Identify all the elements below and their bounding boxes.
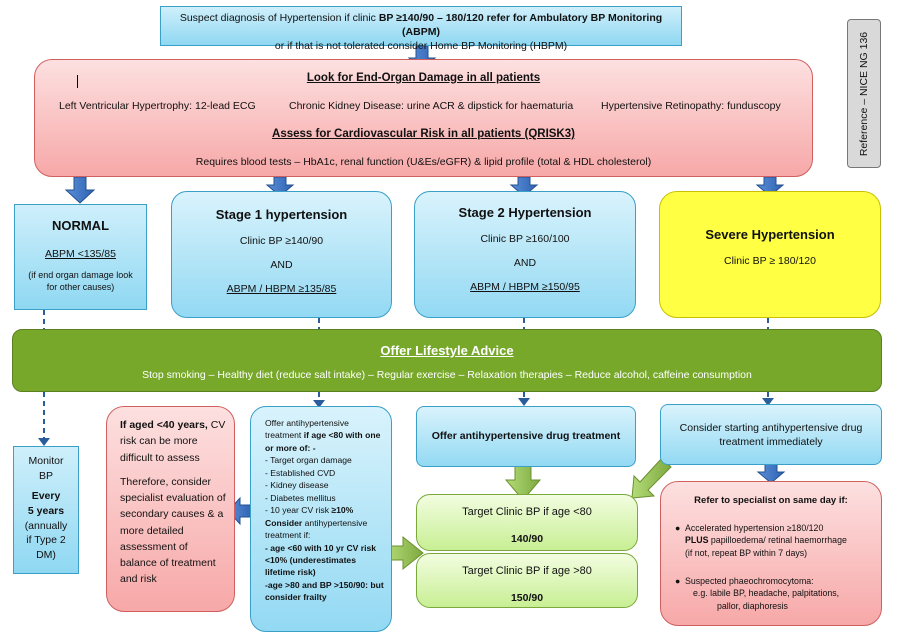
stage2-abpm: ABPM / HBPM ≥150/95	[470, 280, 580, 293]
specialist-b1-rest: papilloedema/ retinal haemorrhage	[708, 535, 847, 546]
lifestyle-box: Offer Lifestyle Advice Stop smoking – He…	[12, 329, 882, 392]
criteria-item: - Kidney disease	[265, 480, 329, 491]
severe-title: Severe Hypertension	[705, 227, 835, 242]
target1-label: Target Clinic BP if age <80	[462, 506, 592, 518]
stage1-box: Stage 1 hypertension Clinic BP ≥140/90 A…	[171, 191, 392, 318]
offer-l1: Offer antihypertensive	[265, 418, 349, 428]
consider-rest: antihypertensive treatment if:	[265, 517, 368, 541]
suspect-line-2: or if that is not tolerated consider Hom…	[274, 40, 568, 53]
plus-text: PLUS	[685, 535, 709, 546]
target2-value: 150/90	[510, 591, 544, 604]
target-over-80-box: Target Clinic BP if age >80 150/90	[416, 553, 638, 608]
text-cursor	[77, 75, 78, 88]
monitor-l3: Every	[31, 490, 61, 503]
suspect-line-1: Suspect diagnosis of Hypertension if cli…	[161, 11, 681, 39]
severe-clinic-bp: Clinic BP ≥ 180/120	[724, 254, 816, 267]
young-age-box: If aged <40 years, CV risk can be more d…	[106, 406, 235, 612]
lvh-item: Left Ventricular Hypertrophy: 12-lead EC…	[59, 100, 256, 112]
monitor-l2: BP	[38, 469, 53, 482]
stage1-abpm: ABPM / HBPM ≥135/85	[226, 282, 337, 295]
young-p1: If aged <40 years, CV risk can be more d…	[120, 417, 226, 466]
offer-l2: treatment if age <80 with one or more of…	[265, 429, 385, 454]
lifestyle-text: Stop smoking – Healthy diet (reduce salt…	[142, 368, 752, 381]
green-diagonal-arrow-icon	[631, 457, 672, 499]
down-arrow-icon	[509, 176, 539, 197]
criteria-item: - Established CVD	[265, 467, 336, 478]
target2-label: Target Clinic BP if age >80	[462, 565, 592, 577]
specialist-b2-note2: pallor, diaphoresis	[717, 600, 788, 611]
risk-threshold: ≥10%	[331, 505, 354, 516]
down-arrow-icon	[64, 176, 96, 204]
specialist-b2: Suspected phaeochromocytoma:	[685, 576, 814, 586]
suspect-text: Suspect diagnosis of Hypertension if cli…	[179, 12, 379, 24]
offer-l2a: treatment	[265, 430, 304, 441]
monitor-l6: if Type 2	[26, 534, 66, 547]
specialist-b1-note: (if not, repeat BP within 7 days)	[685, 547, 808, 558]
severe-box: Severe Hypertension Clinic BP ≥ 180/120	[659, 191, 881, 318]
down-arrow-icon	[756, 463, 786, 484]
down-arrow-icon	[265, 176, 295, 197]
criteria-item: - Target organ damage	[265, 455, 352, 466]
suspect-diagnosis-box: Suspect diagnosis of Hypertension if cli…	[160, 6, 682, 52]
specialist-title-text: Refer to specialist on same day if	[694, 495, 845, 506]
target1-value: 140/90	[510, 532, 544, 545]
monitor-box: Monitor BP Every 5 years (annually if Ty…	[13, 446, 79, 574]
blood-tests-text: Requires blood tests – HbA1c, renal func…	[195, 156, 652, 168]
consider-item-2: -age >80 and BP >150/90: but consider fr…	[265, 579, 384, 603]
normal-box: NORMAL ABPM <135/85 (if end organ damage…	[14, 204, 147, 310]
consider-item-1: - age <60 with 10 yr CV risk <10% (under…	[265, 542, 377, 578]
normal-abpm: ABPM <135/85	[45, 247, 116, 260]
bullet-icon: ●	[675, 576, 681, 586]
stage2-title: Stage 2 Hypertension	[458, 205, 592, 220]
end-organ-heading: Look for End-Organ Damage in all patient…	[306, 72, 541, 84]
normal-note: (if end organ damage look for other caus…	[28, 269, 133, 292]
assessment-box: Look for End-Organ Damage in all patient…	[34, 59, 813, 177]
offer-l2b: if age <80 with one or more of: -	[265, 430, 381, 453]
specialist-b2-note1: e.g. labile BP, headache, palpitations,	[693, 588, 840, 599]
young-age-rest: CV risk can be more difficult to assess	[120, 419, 226, 464]
normal-title: NORMAL	[51, 218, 110, 233]
specialist-item-1: Accelerated hypertension ≥180/120 PLUS p…	[685, 522, 877, 559]
young-age-bold: If aged <40 years,	[120, 419, 208, 431]
consider-line: Consider antihypertensive treatment if:	[265, 517, 385, 542]
criteria-risk: - 10 year CV risk ≥10%	[265, 504, 385, 516]
specialist-colon: :	[844, 495, 848, 506]
specialist-title: Refer to specialist on same day if:	[661, 494, 881, 507]
down-arrow-icon	[755, 176, 785, 197]
specialist-b1: Accelerated hypertension ≥180/120	[685, 523, 824, 533]
lifestyle-title: Offer Lifestyle Advice	[380, 343, 514, 358]
offer-criteria-box: Offer antihypertensive treatment if age …	[250, 406, 392, 632]
consider-bold: Consider	[265, 517, 303, 528]
monitor-l4: 5 years	[27, 505, 65, 518]
suspect-threshold: BP ≥140/90 – 180/120 refer for Ambulator…	[378, 12, 663, 39]
risk-text: - 10 year CV risk	[265, 505, 332, 516]
monitor-l5: (annually	[24, 519, 68, 532]
stage2-clinic-bp: Clinic BP ≥160/100	[480, 232, 570, 245]
specialist-item-2: Suspected phaeochromocytoma: e.g. labile…	[685, 575, 877, 612]
stage1-title: Stage 1 hypertension	[215, 207, 348, 222]
criteria-item: - Diabetes mellitus	[265, 492, 336, 503]
ckd-item: Chronic Kidney Disease: urine ACR & dips…	[289, 100, 574, 112]
offer-drug-box: Offer antihypertensive drug treatment	[416, 406, 636, 467]
reference-label: Reference – NICE NG 136	[847, 19, 881, 168]
consider-start-box: Consider starting antihypertensive drug …	[660, 404, 882, 465]
stage1-clinic-bp: Clinic BP ≥140/90	[239, 234, 324, 247]
stage1-and: AND	[270, 258, 293, 271]
stage2-box: Stage 2 Hypertension Clinic BP ≥160/100 …	[414, 191, 636, 318]
young-p2: Therefore, consider specialist evaluatio…	[120, 475, 226, 586]
target-under-80-box: Target Clinic BP if age <80 140/90	[416, 494, 638, 551]
retinopathy-item: Hypertensive Retinopathy: funduscopy	[601, 100, 781, 112]
monitor-l7: DM)	[36, 549, 56, 562]
specialist-referral-box: Refer to specialist on same day if: ● Ac…	[660, 481, 882, 626]
cv-risk-heading: Assess for Cardiovascular Risk in all pa…	[272, 128, 575, 140]
monitor-l1: Monitor	[28, 455, 64, 467]
bullet-icon: ●	[675, 523, 681, 533]
reference-text: Reference – NICE NG 136	[858, 31, 870, 156]
stage2-and: AND	[513, 256, 537, 269]
